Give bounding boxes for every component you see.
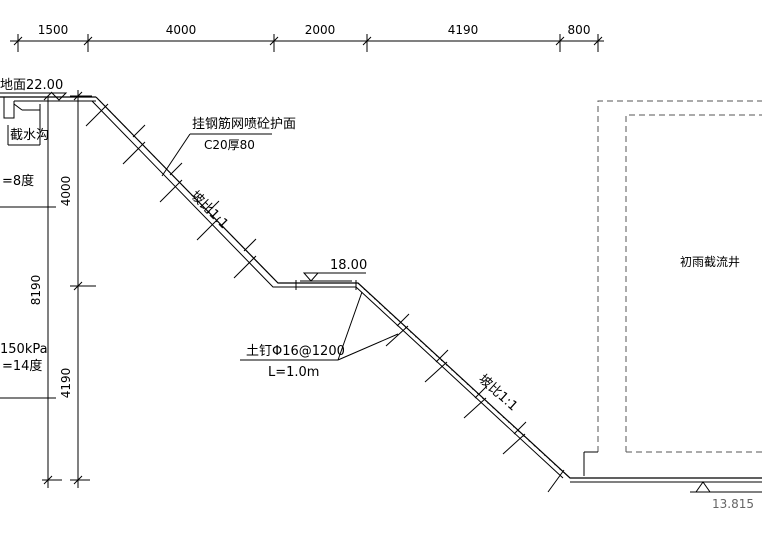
soil-nail-annotation: 土钉Φ16@1200 L=1.0m [240,291,399,380]
top-dimension-ticks [13,34,603,52]
top-ground-and-ditch: 地面22.00 截水沟 [0,78,96,146]
soil-nail-length: L=1.0m [268,365,319,380]
shotcrete-layer-line [91,100,564,479]
dim-top-4: 4190 [448,23,479,37]
dim-top-2: 4000 [166,23,197,37]
left-param-2: 150kPa [0,342,48,357]
well-inner-outline [625,114,762,452]
slope-ratio-lower: 坡比1:1 [475,372,520,415]
bottom-elevation-label: 13.815 [712,497,754,511]
well-outer-outline [597,100,762,452]
dim-top-3: 2000 [305,23,336,37]
surface-note-line1: 挂钢筋网喷砼护面 [192,116,296,132]
slope-surface-line [95,96,762,479]
dim-left-lower: 4190 [59,368,73,399]
bottom-ground: 13.815 [570,481,762,511]
top-dimension-chain: 1500 4000 2000 4190 800 [10,23,604,52]
dim-left-upper: 4000 [59,176,73,207]
berm-elevation-label: 18.00 [330,258,367,273]
soil-nails-lower [385,313,565,493]
well-label: 初雨截流井 [680,255,740,269]
left-param-3: =14度 [2,358,42,374]
soil-nail-leader-2 [337,333,399,361]
surface-annotation: 挂钢筋网喷砼护面 C20厚80 [161,116,296,177]
soil-nail-leader-1 [337,291,363,361]
slope-profile [85,96,762,493]
soil-nails-upper [85,103,257,279]
left-param-1: =8度 [2,173,34,189]
intercept-ditch-shape [3,97,15,119]
dim-top-1: 1500 [38,23,69,37]
berm-elevation-marker [302,272,320,282]
berm-elevation: 18.00 [302,258,367,282]
left-dimension-chain: 4000 4190 8190 [29,90,96,488]
bottom-elevation-marker [695,481,711,493]
surface-note-line2: C20厚80 [204,138,255,152]
soil-nail-spec: 土钉Φ16@1200 [246,344,345,359]
dim-left-total: 8190 [29,275,43,306]
ground-elevation-label: 地面22.00 [0,78,63,93]
slope-ratio-upper: 坡比1:1 [187,188,231,232]
intercept-ditch-label: 截水沟 [10,128,49,143]
intercept-well: 初雨截流井 [583,100,762,476]
dim-top-5: 800 [568,23,591,37]
left-parameters: =8度 150kPa =14度 [0,173,56,399]
surface-note-leader [161,133,191,177]
